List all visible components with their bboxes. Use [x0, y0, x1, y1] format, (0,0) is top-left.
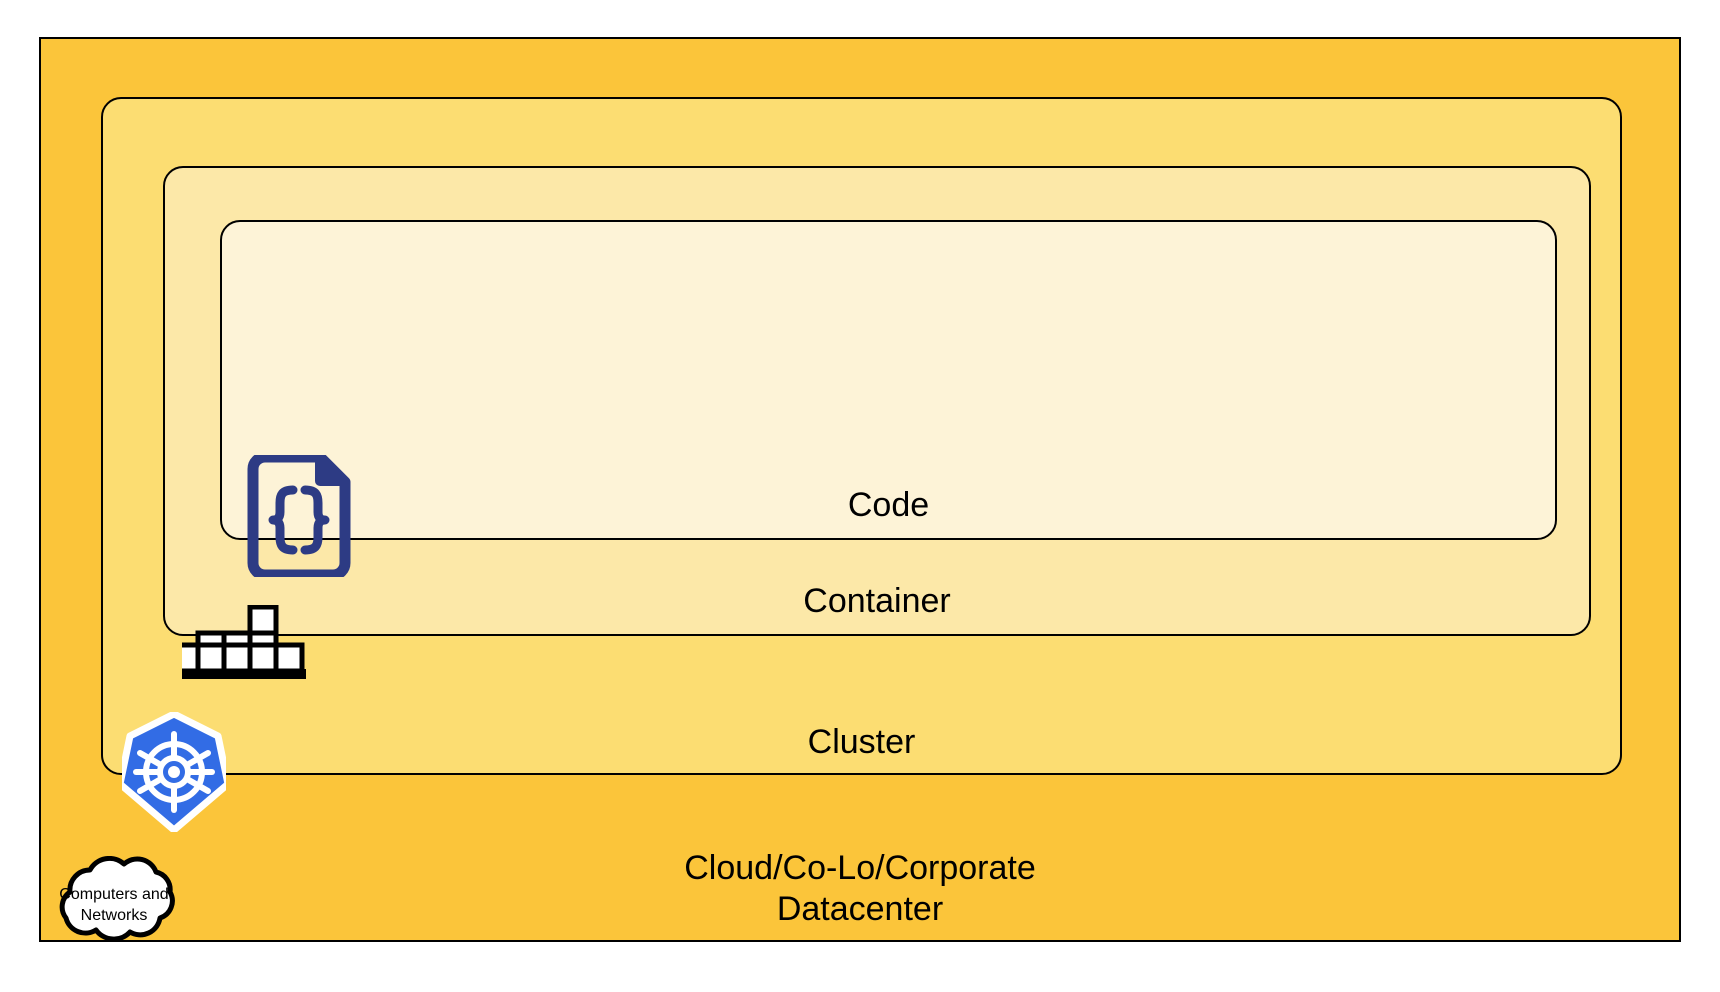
kubernetes-helm-icon — [116, 710, 232, 834]
layer-code-label: Code — [847, 486, 930, 524]
layer-container-label: Container — [803, 582, 951, 620]
cloud-icon: Computers and Networks — [38, 855, 190, 954]
container-stack-icon — [169, 604, 306, 680]
layer-code: Code — [220, 220, 1557, 540]
json-code-file-icon — [243, 451, 355, 581]
layer-datacenter-label: Cloud/Co-Lo/Corporate Datacenter — [684, 849, 1036, 928]
layer-cluster-label: Cluster — [807, 723, 916, 761]
